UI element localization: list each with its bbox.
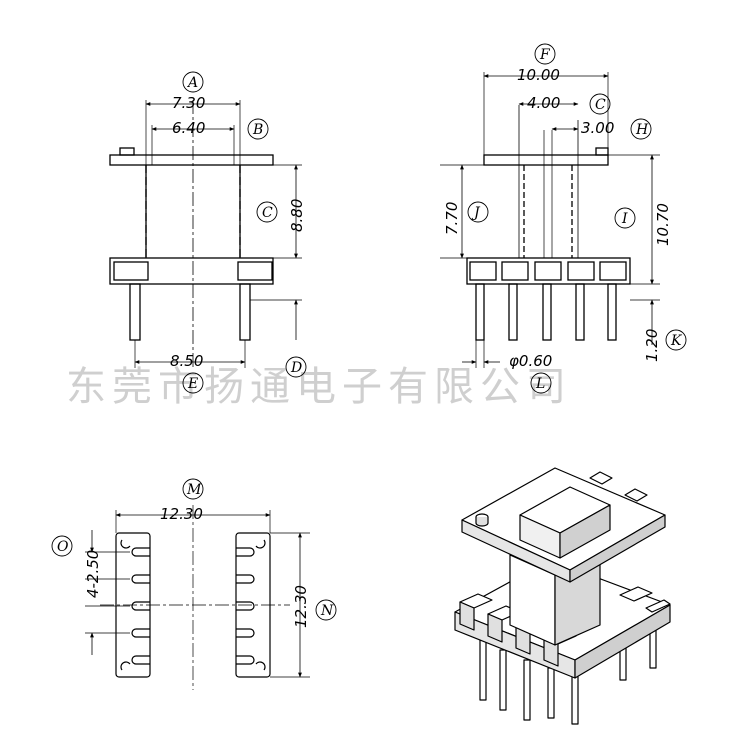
front-base bbox=[109, 257, 274, 285]
side-pin-5 bbox=[607, 283, 617, 341]
side-dim-pin-diameter: φ0.60 bbox=[509, 352, 552, 370]
label-I: I bbox=[621, 211, 628, 227]
side-dim-small-width: 3.00 bbox=[581, 119, 614, 137]
label-F: F bbox=[539, 47, 551, 63]
side-dimensions bbox=[460, 74, 654, 364]
bottom-dimensions bbox=[90, 513, 302, 678]
front-top-flange bbox=[109, 154, 274, 166]
side-pin-1 bbox=[475, 283, 485, 341]
label-L: L bbox=[535, 376, 545, 392]
isometric-view bbox=[454, 467, 671, 725]
front-top-stud bbox=[119, 147, 135, 156]
front-dimensions bbox=[134, 102, 298, 364]
bottom-dim-pitch: 4-2.50 bbox=[84, 550, 102, 598]
side-pin-2 bbox=[508, 283, 518, 341]
front-dim-pin-span: 8.50 bbox=[170, 352, 203, 370]
front-pin-left bbox=[129, 283, 141, 341]
label-A: A bbox=[186, 75, 198, 91]
front-dim-inner-width: 6.40 bbox=[172, 119, 205, 137]
label-B: B bbox=[252, 122, 263, 138]
side-dim-right-height: 10.70 bbox=[654, 203, 672, 246]
side-dim-left-height: 7.70 bbox=[443, 202, 461, 235]
front-dim-top-width: 7.30 bbox=[172, 94, 205, 112]
side-view bbox=[440, 72, 660, 368]
side-dim-top-width: 10.00 bbox=[517, 66, 560, 84]
side-pin-4 bbox=[575, 283, 585, 341]
front-pin-right bbox=[239, 283, 251, 341]
bottom-label-circles bbox=[51, 478, 337, 621]
label-H: H bbox=[635, 122, 649, 138]
side-dim-mid-width: 4.00 bbox=[527, 94, 560, 112]
side-pin-3 bbox=[542, 283, 552, 341]
label-O: O bbox=[57, 539, 69, 555]
side-dim-pin-length: 1.20 bbox=[643, 329, 661, 362]
label-C-front: C bbox=[262, 205, 273, 221]
bottom-view bbox=[85, 505, 310, 690]
label-G: C bbox=[595, 97, 606, 113]
side-top-flange bbox=[483, 154, 609, 166]
bottom-dim-height: 12.30 bbox=[292, 585, 310, 628]
label-D: D bbox=[290, 360, 302, 376]
label-K: K bbox=[670, 333, 683, 349]
watermark-text: 东莞市扬通电子有限公司 bbox=[66, 364, 572, 410]
label-N: N bbox=[320, 603, 334, 619]
front-label-circles bbox=[182, 71, 307, 394]
label-M: M bbox=[186, 482, 202, 498]
label-E: E bbox=[187, 376, 198, 392]
front-dim-height: 8.80 bbox=[288, 199, 306, 232]
label-J: J bbox=[471, 205, 481, 221]
front-view bbox=[109, 100, 302, 370]
bottom-dim-width: 12.30 bbox=[160, 505, 203, 523]
side-label-circles bbox=[467, 43, 687, 394]
